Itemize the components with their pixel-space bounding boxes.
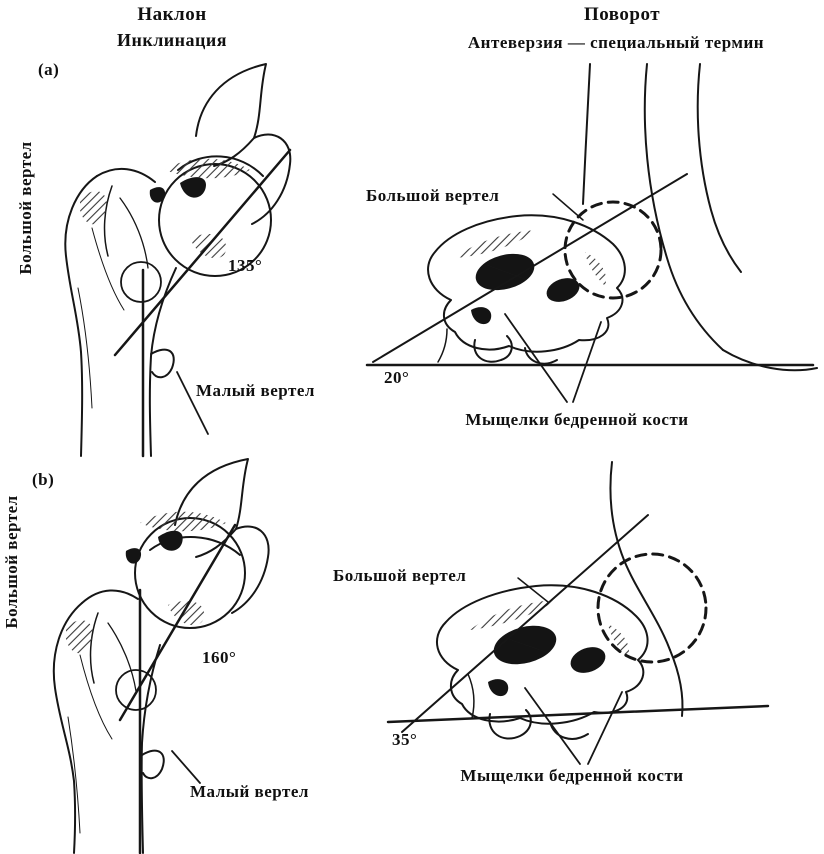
neck-shaft-angle-b: 160° xyxy=(202,648,237,667)
pelvis-outline-a xyxy=(177,63,292,225)
greater-trochanter-side-label-a: Большой вертел xyxy=(16,141,35,275)
angle-arc-b xyxy=(467,673,475,719)
condyles-label-a: Мыщелки бедренной кости xyxy=(465,410,689,429)
greater-trochanter-side-label-b: Большой вертел xyxy=(2,495,21,629)
anteversion-angle-b: 35° xyxy=(392,730,418,749)
angle-arc-a xyxy=(437,328,448,363)
anteversion-angle-a: 20° xyxy=(384,368,410,387)
condyles-pointer-lines-a xyxy=(504,313,602,403)
axis-lines-b xyxy=(118,523,237,854)
femur-top-outline-b xyxy=(436,584,649,740)
femoral-head-dashed-circle-b xyxy=(596,552,708,664)
condyles-label-b: Мыщелки бедренной кости xyxy=(460,766,684,785)
femur-top-outline-a xyxy=(427,214,626,365)
femur-superior-drawing-a xyxy=(365,63,818,403)
panel-a-label: (a) xyxy=(38,60,60,79)
greater-trochanter-label-a: Большой вертел xyxy=(366,186,500,205)
femoral-head-dashed-circle-a xyxy=(563,200,663,300)
pelvis-body-outline-a xyxy=(582,63,818,372)
neck-shaft-angle-a: 135° xyxy=(228,256,263,275)
lesser-trochanter-label-a: Малый вертел xyxy=(196,381,315,400)
lesser-trochanter-label-b: Малый вертел xyxy=(190,782,309,801)
panel-b-label: (b) xyxy=(32,470,55,489)
femur-outline-b xyxy=(52,511,246,854)
femur-anterior-drawing-b xyxy=(52,458,270,854)
column-title-inclination-line1: Наклон xyxy=(137,4,207,25)
axis-lines-a xyxy=(113,148,292,458)
femur-outline-a xyxy=(64,158,272,457)
lesser-trochanter-pointer-b xyxy=(171,750,201,784)
greater-trochanter-pointer-a xyxy=(552,193,584,221)
column-title-rotation-line1: Поворот xyxy=(583,4,661,25)
femur-anterior-drawing-a xyxy=(64,63,292,458)
condylar-baseline-b xyxy=(386,704,770,724)
body-outline-b xyxy=(609,461,684,717)
greater-trochanter-label-b: Большой вертел xyxy=(333,566,467,585)
lesser-trochanter-pointer-a xyxy=(176,371,209,435)
condyles-pointer-lines-b xyxy=(524,687,623,765)
neck-axis-line-a xyxy=(372,173,688,363)
column-title-rotation-line2: Антеверзия — специальный термин xyxy=(467,33,765,52)
pelvis-outline-b xyxy=(149,458,270,614)
neck-axis-line-b xyxy=(401,514,649,733)
greater-trochanter-pointer-b xyxy=(517,577,549,603)
column-title-inclination-line2: Инклинация xyxy=(116,30,228,50)
femur-superior-drawing-b xyxy=(386,461,770,765)
